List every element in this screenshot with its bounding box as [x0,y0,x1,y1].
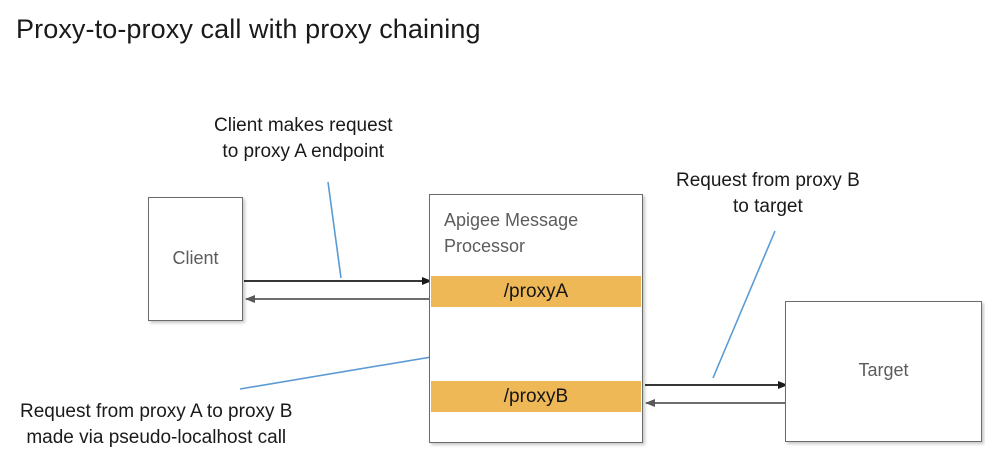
annotation-line: to proxy A endpoint [222,141,385,162]
node-target: Target [785,301,982,442]
annotation-line: Client makes request [214,115,393,136]
node-target-label: Target [858,360,909,380]
annotation-line: made via pseudo-localhost call [26,427,287,448]
annotation-proxya-to-proxyb: Request from proxy A to proxy B made via… [20,399,292,451]
band-proxya: /proxyA [431,276,641,307]
leader-line-proxyb-to-target [712,230,776,379]
node-message-processor: Apigee Message Processor /proxyA /proxyB [429,194,643,443]
annotation-client-request: Client makes request to proxy A endpoint [214,113,392,165]
node-message-processor-label: Apigee Message Processor [444,210,579,256]
node-client-label: Client [172,248,219,268]
band-proxyb: /proxyB [431,381,641,412]
annotation-proxyb-to-target: Request from proxy B to target [676,168,860,220]
page-title: Proxy-to-proxy call with proxy chaining [16,14,481,44]
annotation-line: Request from proxy A to proxy B [20,401,293,422]
leader-line-client-request [327,181,342,279]
annotation-line: Request from proxy B [676,170,860,191]
node-client: Client [148,197,243,321]
annotation-line: to target [733,196,803,217]
